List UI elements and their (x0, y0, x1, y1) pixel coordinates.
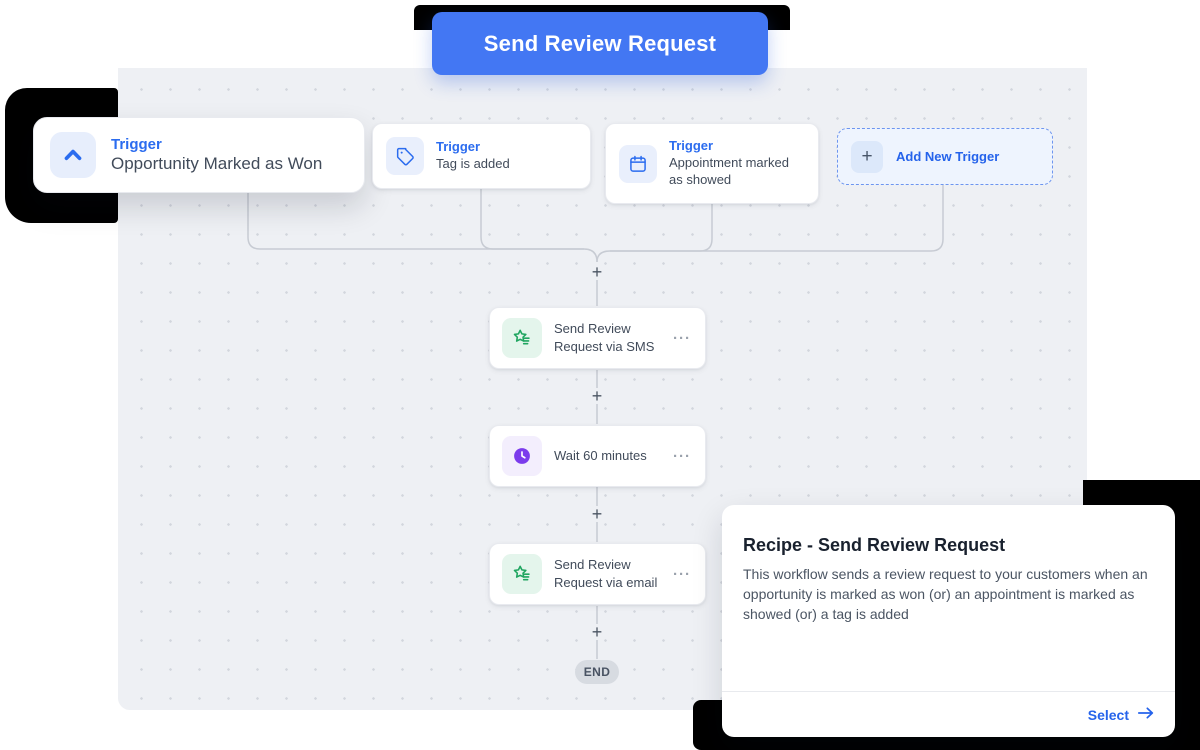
clock-icon (502, 436, 542, 476)
add-step-node[interactable]: + (591, 622, 603, 642)
arrow-right-icon (1137, 706, 1155, 723)
select-button[interactable]: Select (1088, 706, 1155, 723)
trigger-card-opportunity-won[interactable]: Trigger Opportunity Marked as Won (33, 117, 365, 193)
workflow-title-button[interactable]: Send Review Request (432, 12, 768, 75)
trigger-label: Trigger (436, 139, 481, 155)
add-new-trigger-button[interactable]: + Add New Trigger (837, 128, 1053, 185)
add-step-node[interactable]: + (591, 386, 603, 406)
trigger-label: Trigger (669, 138, 714, 154)
calendar-icon (619, 144, 657, 183)
review-star-icon (502, 318, 542, 358)
card-menu-button[interactable]: ··· (673, 329, 691, 347)
action-card-send-sms[interactable]: Send Review Request via SMS ··· (489, 307, 706, 369)
tag-icon (386, 137, 424, 175)
recipe-panel: Recipe - Send Review Request This workfl… (722, 505, 1175, 737)
action-card-wait[interactable]: Wait 60 minutes ··· (489, 425, 706, 487)
trigger-name: Tag is added (436, 156, 510, 172)
action-card-send-email[interactable]: Send Review Request via email ··· (489, 543, 706, 605)
add-new-trigger-label: Add New Trigger (896, 149, 1000, 164)
recipe-description: This workflow sends a review request to … (743, 566, 1148, 622)
card-menu-button[interactable]: ··· (673, 565, 691, 583)
end-node: END (575, 660, 619, 684)
trigger-label: Trigger (111, 136, 162, 153)
action-name: Send Review Request via email (554, 557, 658, 590)
trigger-name: Appointment marked as showed (669, 155, 789, 187)
trigger-card-appointment-showed[interactable]: Trigger Appointment marked as showed (605, 123, 819, 204)
plus-icon: + (851, 140, 883, 173)
chevron-up-icon (50, 132, 96, 178)
trigger-name: Opportunity Marked as Won (111, 154, 323, 173)
recipe-title: Recipe - Send Review Request (743, 535, 1006, 555)
add-step-node[interactable]: + (591, 504, 603, 524)
card-menu-button[interactable]: ··· (673, 447, 691, 465)
trigger-card-tag-added[interactable]: Trigger Tag is added (372, 123, 591, 189)
select-label: Select (1087, 706, 1129, 723)
recipe-footer: Select (722, 691, 1175, 737)
add-step-node[interactable]: + (591, 262, 603, 282)
review-star-icon (502, 554, 542, 594)
action-name: Send Review Request via SMS (554, 321, 655, 354)
action-name: Wait 60 minutes (554, 448, 647, 464)
